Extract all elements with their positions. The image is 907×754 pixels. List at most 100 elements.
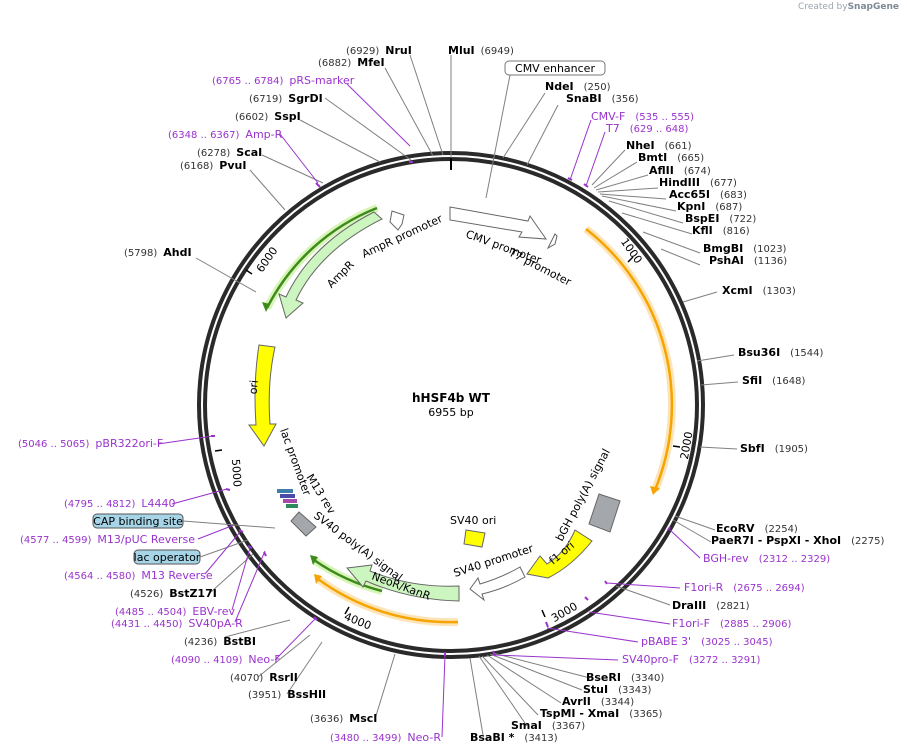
lac-features-stack-3 (283, 499, 297, 503)
primer-bgh-rev: BGH-rev(2312 .. 2329) (703, 552, 830, 565)
enzyme-acc65i: Acc65I(683) (669, 188, 747, 201)
primer-neo-f: (4090 .. 4109)Neo-F (171, 653, 281, 666)
cmv-enhancer-label: CMV enhancer (515, 62, 595, 75)
enzyme-sbfi: SbfI(1905) (740, 442, 808, 455)
primer-f1ori-r: F1ori-R(2675 .. 2694) (684, 581, 805, 594)
lac-promoter-label: lac promoter (277, 427, 313, 498)
primer-m13-puc-reverse: (4577 .. 4599)M13/pUC Reverse (20, 533, 195, 546)
primer-sv40pa-r: (4431 .. 4450)SV40pA-R (111, 617, 243, 630)
enzyme-bsu36i: Bsu36I(1544) (738, 346, 824, 359)
sv40-promoter-shape (469, 566, 526, 602)
enzyme-mfei: (6882)MfeI (318, 56, 385, 69)
ampr-arc-arrow (262, 302, 270, 312)
cmv-promoter-shape (449, 206, 548, 240)
enzyme-pvui: (6168)PvuI (180, 159, 246, 172)
f1-ori-shape (526, 529, 593, 579)
primer-f1ori-f: F1ori-F(2885 .. 2906) (672, 617, 791, 630)
enzyme-sgrdi: (6719)SgrDI (249, 92, 323, 105)
insert-arc-low-arrow (314, 574, 322, 584)
primer-t7: T7(629 .. 648) (605, 122, 689, 135)
enzyme-smai: SmaI(3367) (511, 719, 585, 732)
lac-operator-label: lac operator (134, 551, 201, 564)
credit-brand: SnapGene (847, 2, 899, 12)
ampr-promoter-shape (389, 210, 405, 231)
ampr-label: AmpR (324, 258, 357, 291)
lac-features-stack-2 (280, 494, 295, 498)
enzyme-sfii: SfiI(1648) (742, 374, 806, 387)
cmv-enhancer-box (504, 60, 606, 76)
primer-marks (211, 161, 671, 657)
sv40-polya-shape (290, 511, 317, 537)
t7-promoter-label: T7 promoter (506, 246, 574, 289)
tick-label-2000: 2000 (678, 431, 696, 461)
enzyme-nhei: NheI(661) (626, 139, 692, 152)
ori-label: ori (247, 379, 261, 394)
enzyme-paer7i-pspxi-xhoi: PaeR7I - PspXI - XhoI(2275) (711, 534, 885, 547)
lac-features-stack-4 (286, 504, 298, 508)
insert-arc-main (585, 228, 674, 491)
enzyme-draiii: DraIII(2821) (672, 599, 750, 612)
plasmid-size: 6955 bp (428, 406, 473, 419)
enzyme-stui: StuI(3343) (583, 683, 651, 696)
enzyme-nrui: (6929)NruI (346, 44, 412, 57)
cmv-enhancer-leader (485, 74, 511, 199)
enzyme-ndei: NdeI(250) (545, 80, 611, 93)
primer-cmv-f: CMV-F(535 .. 555) (591, 110, 694, 123)
enzyme-bmgbi: BmgBI(1023) (703, 242, 787, 255)
neor-arc-arrow (310, 555, 318, 565)
enzyme-bseri: BseRI(3340) (586, 671, 664, 684)
lac-features-stack (277, 489, 293, 493)
enzyme-tspmi-xmai: TspMI - XmaI(3365) (540, 707, 663, 720)
enzyme-snabi: SnaBI(356) (566, 92, 639, 105)
enzyme-pshai: PshAI(1136) (709, 254, 787, 267)
plasmid-name: hHSF4b WT (412, 391, 491, 405)
primer-prs-marker: (6765 .. 6784)pRS-marker (212, 74, 355, 87)
enzyme-xcmi: XcmI(1303) (722, 284, 796, 297)
primer-neo-r: (3480 .. 3499)Neo-R (330, 731, 441, 744)
sv40-ori-label: SV40 ori (450, 514, 496, 527)
tick-label-5000: 5000 (229, 459, 244, 488)
enzyme-rsrii: (4070)RsrII (230, 671, 298, 684)
ampr-arc (265, 206, 378, 309)
primer-l4440: (4795 .. 4812)L4440 (64, 497, 176, 510)
backbone-outer-circle (197, 151, 705, 659)
enzyme-sspi: (6602)SspI (235, 110, 301, 123)
sv40-ori-shape (463, 529, 486, 548)
enzyme-bspei: BspEI(722) (685, 212, 756, 225)
enzyme-msci: (3636)MscI (310, 712, 377, 725)
enzyme-ecorv: EcoRV(2254) (716, 522, 798, 535)
enzyme-bstz17i: (4526)BstZ17I (130, 587, 217, 600)
cap-binding-site-leader (182, 520, 276, 529)
enzyme-hindiii: HindIII(677) (659, 176, 737, 189)
enzyme-bsabi: BsaBI *(3413) (470, 731, 558, 744)
tick-group (214, 256, 681, 618)
tick-label-6000: 6000 (254, 244, 281, 274)
primer-pbr322ori-f: (5046 .. 5065)pBR322ori-F (18, 437, 163, 450)
neor-shape (346, 564, 460, 602)
primer-m13-reverse: (4564 .. 4580)M13 Reverse (64, 569, 213, 582)
enzyme-scai: (6278)ScaI (197, 146, 262, 159)
cap-binding-site-label: CAP binding site (93, 515, 183, 528)
primer-ebv-rev: (4485 .. 4504)EBV-rev (115, 605, 235, 618)
enzyme-kpni: KpnI(687) (677, 200, 742, 213)
primer-lines (157, 83, 701, 738)
ori-shape (248, 344, 277, 447)
lac-operator-leader (199, 539, 249, 558)
bgh-polya-shape (588, 493, 621, 533)
snapgene-credit: Created by ​ SnapGene (798, 2, 899, 12)
insert-arc-low (317, 577, 459, 624)
enzyme-kfli: KflI(816) (692, 224, 750, 237)
primer-sv40pro-f: SV40pro-F(3272 .. 3291) (622, 653, 761, 666)
ampr-shape (278, 211, 383, 319)
backbone-inner-circle (203, 157, 699, 653)
enzyme-ahdi: (5798)AhdI (124, 246, 192, 259)
enzyme-aflii: AflII(674) (649, 164, 711, 177)
t7-promoter-shape (546, 233, 558, 250)
enzyme-bsshii: (3951)BssHII (248, 688, 326, 701)
primer-pbabe-3: pBABE 3'(3025 .. 3045) (641, 635, 773, 648)
enzyme-avrii: AvrII(3344) (562, 695, 634, 708)
primer-amp-r: (6348 .. 6367)Amp-R (168, 128, 283, 141)
enzyme-bmti: BmtI(665) (638, 151, 704, 164)
enzyme-mlui: MluI(6949) (448, 44, 514, 57)
